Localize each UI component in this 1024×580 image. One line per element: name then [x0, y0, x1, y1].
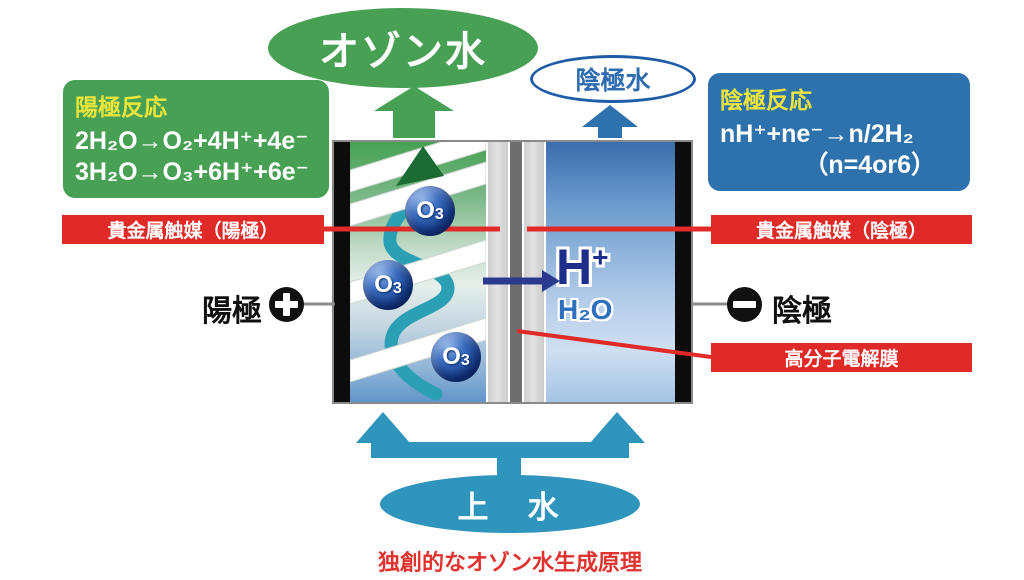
- anode-reaction-formula-2: 3H₂O→O₃+6H⁺+6e⁻: [75, 158, 309, 187]
- catalyst-layer-cathode: [522, 142, 546, 402]
- catalyst-layer-anode: [486, 142, 510, 402]
- catalyst-anode-label: 貴金属触媒（陽極）: [107, 221, 279, 242]
- ozone-water-ellipse: オゾン水: [268, 8, 538, 88]
- tap-water-left-arrowhead: [356, 412, 410, 443]
- cathode-reaction-title: 陰極反応: [720, 87, 812, 113]
- cathode-reaction-note: （n=4or6）: [803, 151, 936, 180]
- cathode-electrode-plate: [675, 142, 691, 402]
- tap-water-right-arrowhead: [590, 412, 645, 443]
- tap-water-label: 上 水: [457, 489, 563, 525]
- anode-electrode-plate: [334, 142, 350, 402]
- catalyst-cathode-callout: 貴金属触媒（陰極）: [711, 215, 972, 244]
- catalyst-anode-callout: 貴金属触媒（陽極）: [62, 215, 324, 244]
- h-plus-ion-label: H+: [556, 239, 609, 295]
- anode-reaction-box: 陽極反応 2H₂O→O₂+4H⁺+4e⁻ 3H₂O→O₃+6H⁺+6e⁻: [63, 80, 329, 198]
- anode-reaction-title: 陽極反応: [75, 94, 167, 120]
- diagram-caption: 独創的なオゾン水生成原理: [377, 550, 642, 575]
- plus-icon: [269, 287, 304, 322]
- cathode-chamber: H+ H₂O: [546, 142, 675, 402]
- spiral-arrowhead-icon: [396, 146, 444, 186]
- ozone-up-arrow: [374, 86, 454, 138]
- cathode-water-ellipse: 陰極水: [530, 55, 696, 103]
- anode-reaction-formula-1: 2H₂O→O₂+4H⁺+4e⁻: [75, 127, 309, 155]
- cathode-reaction-box: 陰極反応 nH⁺+ne⁻→n/2H₂ （n=4or6）: [708, 73, 970, 191]
- polymer-membrane: [510, 142, 522, 402]
- minus-icon: [727, 287, 762, 322]
- anode-label: 陽極: [202, 295, 262, 328]
- membrane-label: 高分子電解膜: [784, 349, 899, 370]
- ozone-water-label: オゾン水: [319, 30, 487, 74]
- cathode-water-up-arrow: [582, 105, 638, 138]
- catalyst-cathode-label: 貴金属触媒（陰極）: [755, 221, 927, 242]
- tap-water-ellipse: 上 水: [380, 475, 640, 533]
- tap-water-manifold-bar: [371, 442, 629, 458]
- h2o-label: H₂O: [558, 294, 613, 325]
- cathode-reaction-formula: nH⁺+ne⁻→n/2H₂: [720, 120, 914, 148]
- membrane-callout: 高分子電解膜: [711, 343, 972, 372]
- cathode-label: 陰極: [772, 295, 832, 328]
- cathode-water-label: 陰極水: [575, 67, 651, 95]
